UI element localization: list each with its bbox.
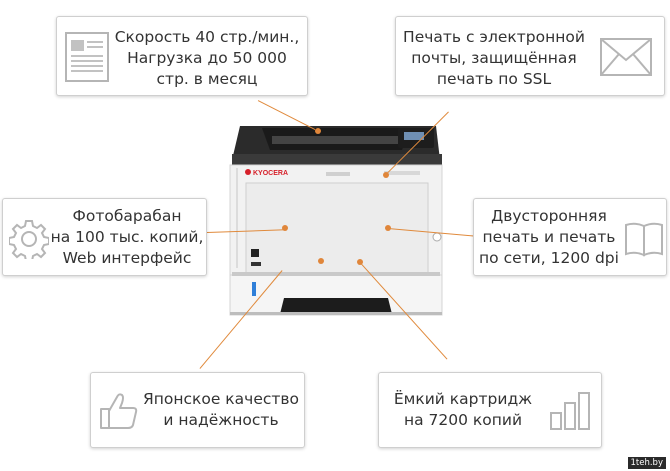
- callout-cartridge-line-2: на 7200 копий: [403, 411, 523, 429]
- callout-duplex: Двусторонняя печать и печать по сети, 12…: [473, 198, 667, 276]
- callout-speed-line-1: Скорость 40 стр./мин.,: [114, 28, 300, 46]
- callout-email-line-2: почты, защищённая: [411, 49, 577, 67]
- callout-email: Печать с электронной почты, защищённая п…: [395, 16, 665, 96]
- callout-speed-line-2: Нагрузка до 50 000: [127, 49, 287, 67]
- callout-drum-line-3: Web интерфейс: [62, 249, 192, 267]
- callout-cartridge: Ёмкий картридж на 7200 копий: [378, 372, 602, 448]
- callout-speed: Скорость 40 стр./мин., Нагрузка до 50 00…: [56, 16, 308, 96]
- callout-email-line-1: Печать с электронной: [403, 28, 585, 46]
- bar-chart-icon: [550, 392, 590, 430]
- callout-drum-line-2: на 100 тыс. копий,: [50, 228, 204, 246]
- callout-quality-line-1: Японское качество: [142, 390, 300, 408]
- marker-cartridge: [357, 259, 363, 265]
- callout-duplex-line-3: по сети, 1200 dpi: [479, 249, 619, 267]
- thumbs-up-icon: [100, 393, 138, 429]
- callout-email-line-3: печать по SSL: [436, 70, 552, 88]
- marker-speed: [315, 128, 321, 134]
- brand-logo: KYOCERA: [253, 170, 288, 177]
- callout-quality: Японское качество и надёжность: [90, 372, 305, 448]
- watermark: 1teh.by: [627, 457, 666, 469]
- callout-speed-line-3: стр. в месяц: [156, 70, 258, 88]
- document-icon: [65, 32, 109, 82]
- callout-quality-line-2: и надёжность: [163, 411, 279, 429]
- callout-drum-line-1: Фотобарабан: [72, 207, 182, 225]
- marker-email: [383, 172, 389, 178]
- marker-drum: [282, 225, 288, 231]
- callout-duplex-line-2: печать и печать: [482, 228, 616, 246]
- envelope-icon: [600, 38, 652, 76]
- callout-duplex-line-1: Двусторонняя: [491, 207, 607, 225]
- gear-icon: [9, 220, 49, 259]
- callout-cartridge-line-1: Ёмкий картридж: [393, 390, 533, 408]
- marker-duplex: [385, 225, 391, 231]
- book-icon: [625, 222, 663, 257]
- marker-quality: [318, 258, 324, 264]
- callout-drum: Фотобарабан на 100 тыс. копий, Web интер…: [2, 198, 207, 276]
